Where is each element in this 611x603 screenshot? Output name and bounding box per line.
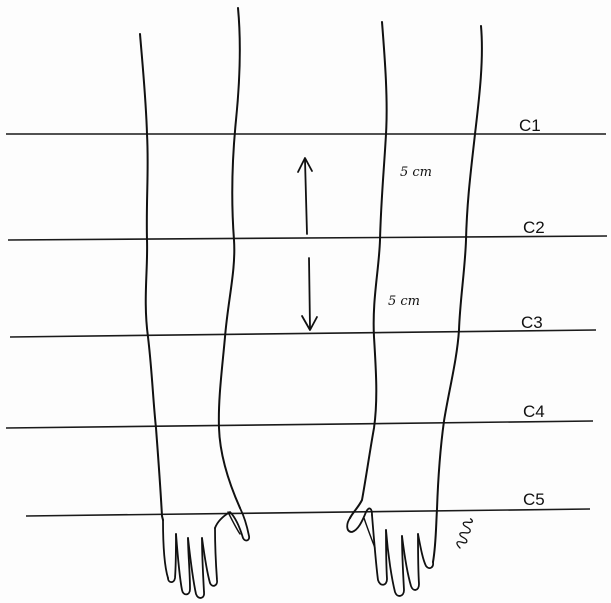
right-hand [347,508,433,595]
upper-arrow-shaft [305,160,307,234]
level-line-c2 [8,236,607,240]
level-label-c1: C1 [519,116,541,135]
level-labels: C1 C2 C3 C4 C5 [519,116,545,509]
right-finger-1 [372,515,387,585]
left-hand [163,508,249,598]
left-finger-4 [202,528,217,586]
left-limb-outer-contour [140,34,163,520]
right-finger-4 [418,534,433,568]
left-limb-inner-contour [219,8,240,508]
right-limb-inner-contour [350,22,387,518]
artist-signature [456,517,474,549]
measurement-label-lower: 5 cm [388,294,420,309]
level-line-c3 [10,330,596,337]
measurement-arrows [298,158,317,330]
lower-arrow-shaft [309,258,310,328]
level-line-c4 [6,421,593,428]
level-label-c3: C3 [521,313,543,332]
right-finger-3 [402,534,419,590]
upper-arrow [298,158,312,234]
right-limb-outer-contour [433,26,482,562]
measurement-label-upper: 5 cm [400,165,432,180]
lower-arrow [302,258,317,330]
level-label-c2: C2 [523,218,545,237]
signature-mark [456,517,474,549]
level-line-c5 [26,509,590,516]
left-hand-palm-outline [163,520,168,578]
level-label-c4: C4 [523,402,545,421]
left-finger-1 [168,534,176,582]
left-limb [140,8,249,598]
level-label-c5: C5 [523,490,545,509]
right-finger-2 [386,530,404,596]
